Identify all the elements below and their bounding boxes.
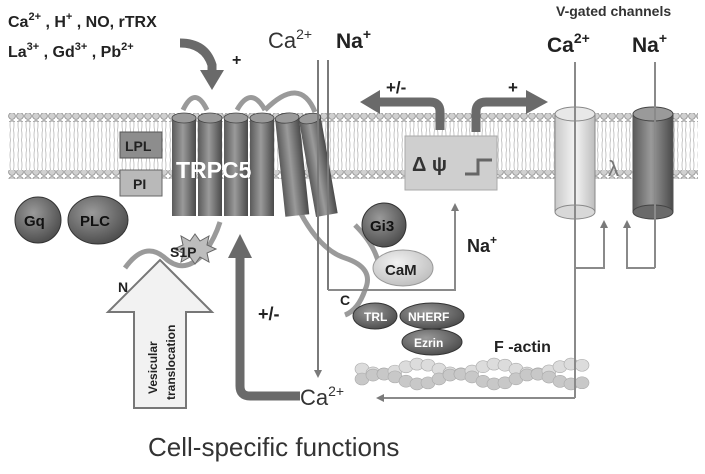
feedback-sign: +/- (258, 304, 280, 324)
s1p-label: S1P (170, 244, 196, 260)
pi-label: PI (133, 176, 146, 192)
f-actin-label: F -actin (494, 339, 551, 356)
vgated-na-channel (632, 106, 674, 220)
plc-ball (67, 195, 129, 245)
potential-right-sign: + (508, 78, 518, 97)
vgated-na-label: Na+ (632, 30, 667, 57)
delta-psi-box (404, 135, 498, 191)
c-terminus-label: C (340, 292, 350, 308)
potential-left-sign: +/- (386, 78, 406, 97)
plc-label: PLC (80, 213, 110, 230)
pi-box (119, 169, 163, 197)
actin-bead (574, 376, 590, 390)
ezrin-label: Ezrin (414, 336, 443, 350)
trpc5-label: TRPC5 (176, 157, 252, 183)
vgated-na-feedback (623, 220, 655, 269)
trpc5-n-terminus (122, 221, 223, 270)
potential-right-arrow (471, 97, 528, 132)
footer-caption: Cell-specific functions (148, 432, 399, 462)
ion-na-top: Na+ (336, 26, 371, 53)
vgated-title: V-gated channels (556, 3, 671, 19)
gi3-ball (361, 202, 407, 248)
ligand-list-line2: La3+ , Gd3+ , Pb2+ (8, 41, 134, 61)
lambda-symbol: λ (608, 156, 619, 181)
f-actin-filament (354, 357, 590, 391)
trpc5-extracellular-loops (180, 90, 318, 114)
nherf-label: NHERF (408, 310, 449, 324)
vesicular-label-1: Vesicular (146, 341, 160, 394)
gq-label: Gq (24, 213, 45, 230)
vesicular-translocation-arrow (105, 258, 215, 409)
ca-feedback-arrow (235, 255, 300, 401)
s1p-star (172, 233, 218, 265)
na-intracellular-label: Na+ (467, 233, 497, 256)
ion-ca-top: Ca2+ (268, 26, 312, 53)
delta-psi-label: Δ ψ (412, 154, 447, 176)
ligand-plus-sign: + (232, 52, 241, 69)
ezrin-ball (401, 328, 463, 356)
trl-ball (352, 302, 398, 330)
vgated-ca-feedback (575, 220, 608, 269)
potential-left-arrow (378, 97, 445, 130)
cam-label: CaM (385, 262, 417, 279)
ligand-entry-arrow (179, 38, 217, 72)
vgated-ca-label: Ca2+ (547, 30, 590, 57)
vesicular-label-2: translocation (164, 325, 178, 400)
lpl-label: LPL (125, 138, 152, 154)
ca-intracellular-label: Ca2+ (300, 383, 344, 410)
cam-ball (372, 249, 434, 287)
ligand-list-line1: Ca2+ , H+ , NO, rTRX (8, 11, 157, 31)
gq-ball (14, 196, 62, 244)
n-terminus-label: N (118, 279, 128, 295)
trl-label: TRL (364, 310, 387, 324)
step-icon (465, 158, 492, 176)
lpl-box (119, 131, 163, 159)
gi3-label: Gi3 (370, 218, 394, 235)
na-feedback-line (328, 203, 459, 291)
actin-bead (574, 358, 590, 372)
